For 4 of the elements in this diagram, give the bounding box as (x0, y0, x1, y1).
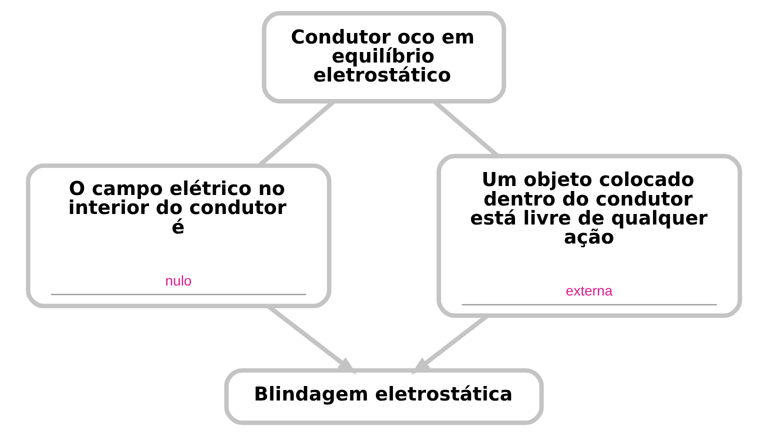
node-box: Condutor oco em equilíbrio eletrostático (262, 11, 506, 104)
node-box: Blindagem eletrostática (224, 368, 544, 425)
node-box: Um objeto colocado dentro do condutor está livre de qualquer ação externa (436, 154, 742, 318)
node-box: O campo elétrico no interior do condutor é nulo (26, 163, 332, 308)
